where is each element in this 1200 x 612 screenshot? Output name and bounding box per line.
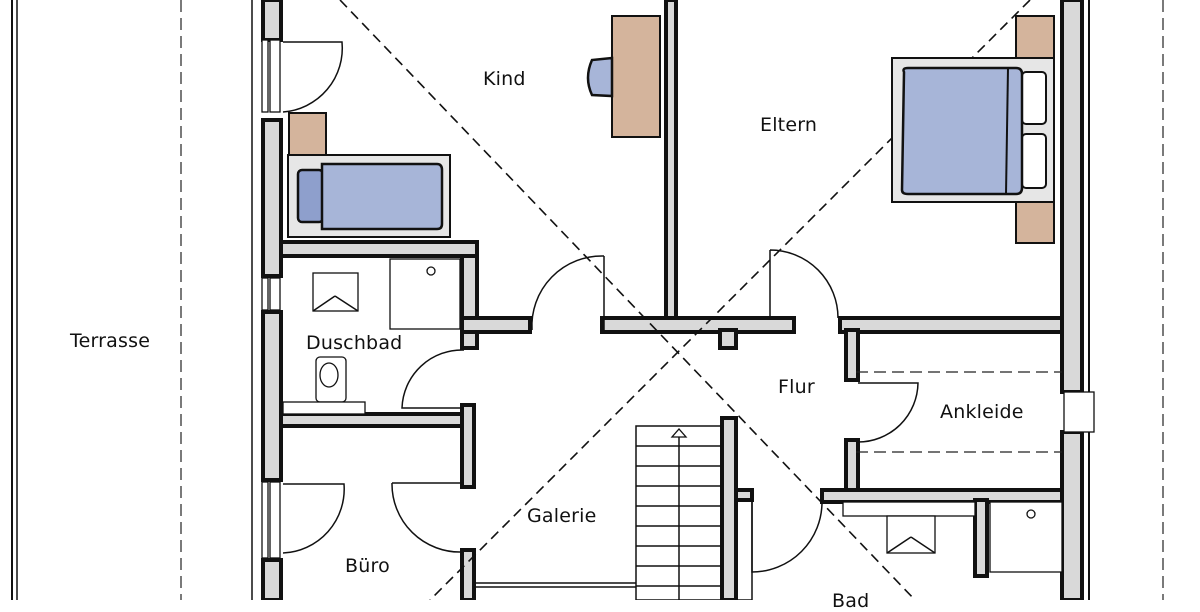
room-label-eltern: Eltern xyxy=(760,114,818,136)
duschbad-fixtures xyxy=(282,258,461,415)
room-label-ankleide: Ankleide xyxy=(940,401,1024,423)
right-exterior-wall xyxy=(1060,0,1095,600)
eltern-furniture xyxy=(891,15,1055,244)
bad-fixtures xyxy=(842,501,1063,573)
roof-slope-lines xyxy=(339,0,1062,600)
staircase xyxy=(474,425,723,600)
room-label-terrasse: Terrasse xyxy=(70,330,151,352)
interior-walls xyxy=(279,240,1064,600)
room-label-buero: Büro xyxy=(345,555,390,577)
room-label-kind: Kind xyxy=(483,68,526,90)
terrace-boundary xyxy=(11,0,182,600)
room-label-flur: Flur xyxy=(778,376,815,398)
room-label-galerie: Galerie xyxy=(527,505,597,527)
doors xyxy=(282,41,919,573)
room-label-bad: Bad xyxy=(832,590,870,612)
room-label-duschbad: Duschbad xyxy=(306,332,403,354)
kind-furniture xyxy=(287,15,661,238)
wall-kind-eltern xyxy=(664,0,678,332)
left-exterior-wall xyxy=(251,0,283,600)
